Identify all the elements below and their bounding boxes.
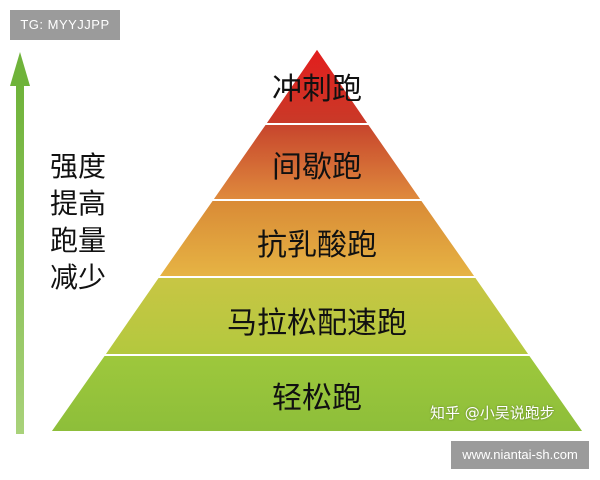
pyramid-label-easy: 轻松跑: [272, 381, 362, 416]
side-caption-line: 强度: [50, 150, 107, 183]
arrow-shaft: [16, 84, 24, 434]
side-caption-line: 减少: [50, 261, 107, 294]
pyramid-label-sprint: 冲刺跑: [272, 72, 362, 107]
site-url-badge: www.niantai-sh.com: [451, 441, 589, 469]
pyramid-label-lactate: 抗乳酸跑: [257, 228, 377, 263]
pyramid-label-marathon-pace: 马拉松配速跑: [227, 306, 407, 341]
side-caption-line: 提高: [50, 187, 107, 220]
arrow-head: [10, 52, 30, 86]
zhihu-watermark: 知乎 @小吴说跑步: [430, 404, 555, 422]
channel-tag: TG: MYYJJPP: [10, 10, 120, 40]
pyramid-level-easy: [48, 354, 586, 433]
side-caption: 强度 提高 跑量 减少: [50, 148, 106, 296]
pyramid-label-interval: 间歇跑: [272, 150, 362, 185]
side-caption-line: 跑量: [50, 224, 107, 257]
